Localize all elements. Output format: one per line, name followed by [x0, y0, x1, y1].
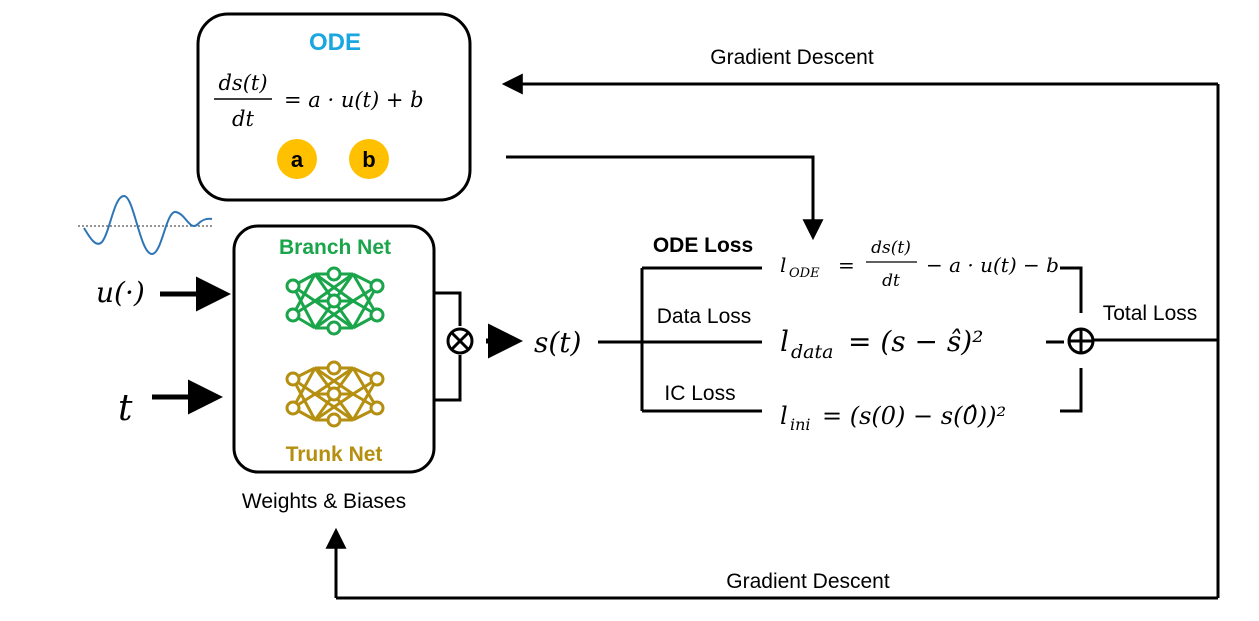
param-b-label: b — [362, 147, 375, 172]
ode-loss-denominator: dt — [882, 271, 900, 291]
input-u-label: u(·) — [96, 276, 145, 309]
ode-eq-numerator: ds(t) — [218, 71, 267, 95]
ode-eq-rhs: = a · u(t) + b — [284, 88, 424, 112]
circle-times-icon — [446, 327, 474, 355]
sum-bracket — [1046, 266, 1083, 413]
deeponet-box: Branch Net Trunk Net — [232, 224, 436, 474]
ic-loss-rest: = (s(0) − s(0̂))² — [822, 402, 1006, 430]
ode-eq-denominator: dt — [232, 107, 254, 131]
total-loss-label: Total Loss — [1103, 302, 1198, 325]
data-loss-label: Data Loss — [657, 305, 752, 328]
circle-plus-icon — [1067, 327, 1095, 355]
weights-biases-caption: Weights & Biases — [242, 490, 406, 513]
branch-net-icon — [285, 266, 385, 336]
loss-fork — [598, 266, 762, 413]
ode-loss-eq: = — [838, 253, 855, 277]
trunk-net-label: Trunk Net — [286, 443, 383, 466]
param-a-label: a — [291, 147, 304, 172]
trunk-net-icon — [285, 360, 385, 428]
ode-loss-equation: l ODE = ds(t) dt − a · u(t) − b — [780, 238, 1059, 291]
ic-loss-label: IC Loss — [664, 382, 735, 405]
param-a: a — [277, 139, 317, 179]
ic-loss-equation: l ini = (s(0) − s(0̂))² — [780, 402, 1006, 434]
gradient-descent-top-label: Gradient Descent — [710, 46, 874, 69]
ode-loss-numerator: ds(t) — [871, 238, 911, 258]
gradient-descent-bottom-label: Gradient Descent — [726, 570, 890, 593]
feedback-lines — [325, 73, 1220, 600]
ode-equation: ds(t) dt = a · u(t) + b — [214, 71, 424, 131]
branch-net-label: Branch Net — [279, 236, 391, 259]
data-loss-rest: = (s − ŝ)² — [848, 325, 983, 358]
ode-box: ODE ds(t) dt = a · u(t) + b a b — [196, 12, 472, 202]
combine-bracket — [434, 291, 462, 402]
input-t-label: t — [118, 388, 133, 429]
output-s-label: s(t) — [534, 326, 581, 359]
data-loss-equation: l data = (s − ŝ)² — [780, 325, 983, 363]
ode-loss-label: ODE Loss — [653, 234, 753, 257]
data-loss-lhs: l — [780, 325, 789, 358]
ode-title: ODE — [309, 29, 361, 56]
ode-loss-rest: − a · u(t) − b — [926, 253, 1059, 277]
data-loss-sub: data — [791, 341, 833, 363]
ic-loss-lhs: l — [780, 402, 788, 430]
param-b: b — [349, 139, 389, 179]
sine-wave-icon — [78, 194, 213, 256]
ode-loss-sub: ODE — [789, 266, 820, 281]
ic-loss-sub: ini — [790, 415, 811, 434]
ode-loss-lhs: l — [780, 253, 786, 277]
